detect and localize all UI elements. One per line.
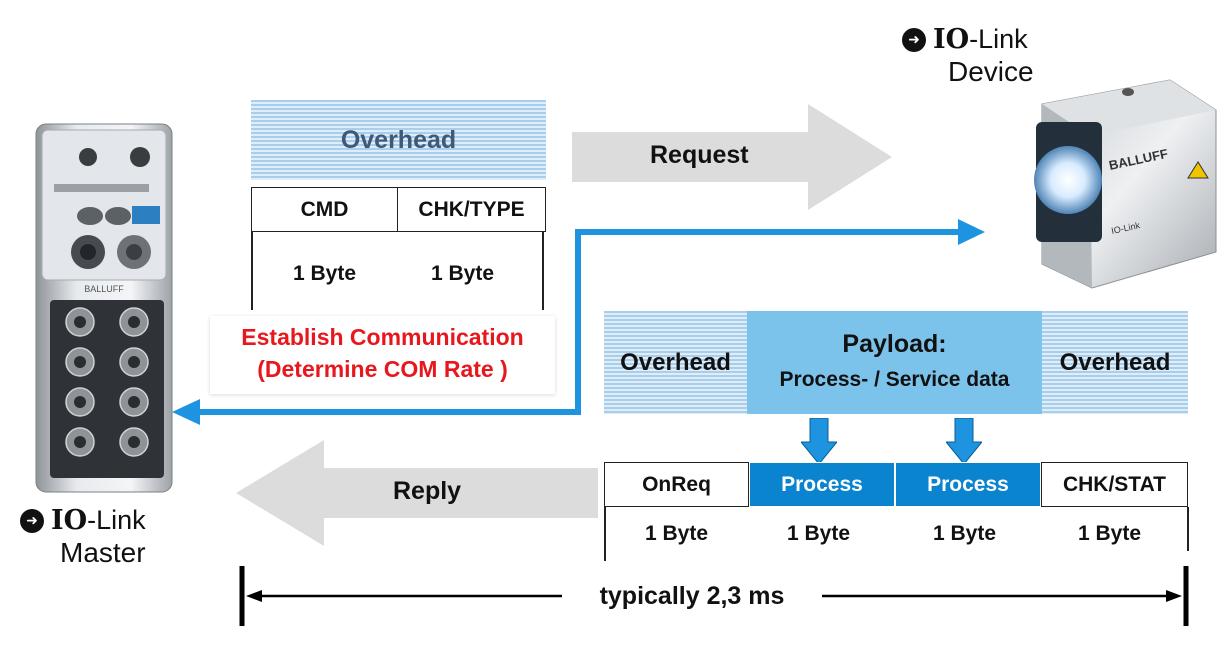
device-io-link-logo: ➜ IO-Link	[902, 24, 1028, 55]
reply-onreq-cell: OnReq	[604, 462, 749, 507]
establish-communication-box	[210, 316, 555, 394]
reply-process-cell: Process	[895, 462, 1041, 507]
request-cmd-cell: CMD	[251, 187, 398, 232]
reply-byte-label: 1 Byte	[786, 522, 851, 545]
payload-block	[747, 311, 1042, 414]
establish-communication-line1: Establish Communication	[241, 324, 524, 350]
reply-bracket-left	[604, 507, 606, 561]
payload-title: Payload:	[842, 330, 947, 358]
payload-down-arrow	[801, 418, 837, 464]
request-overhead: Overhead	[251, 100, 546, 180]
request-label: Request	[650, 141, 749, 169]
reply-overhead-right: Overhead	[1042, 311, 1188, 414]
reply-byte-label: 1 Byte	[932, 522, 997, 545]
device-label: Device	[948, 56, 1034, 87]
reply-overhead-left: Overhead	[604, 311, 747, 414]
timing-label: typically 2,3 ms	[562, 580, 822, 613]
request-bracket-right	[542, 232, 544, 310]
reply-arrow	[236, 440, 598, 546]
master-brand: BALLUFF	[84, 284, 124, 294]
reply-byte-label: 1 Byte	[1077, 522, 1142, 545]
reply-bracket-right	[1187, 507, 1189, 551]
payload-subtitle: Process- / Service data	[779, 368, 1010, 391]
master-io-link-logo: ➜ IO-Link	[20, 505, 146, 536]
establish-communication-line2: (Determine COM Rate )	[257, 356, 508, 382]
master-label: Master	[60, 537, 146, 568]
reply-process-cell: Process	[749, 462, 895, 507]
master-device-image: BALLUFF	[35, 123, 173, 493]
reply-label: Reply	[393, 477, 462, 505]
io-link-logo-icon: ➜	[20, 508, 44, 533]
request-byte-label: 1 Byte	[430, 262, 495, 285]
request-arrow	[572, 104, 892, 210]
device-image: BALLUFF IO-Link	[1034, 79, 1217, 289]
request-chk-type-cell: CHK/TYPE	[397, 187, 546, 232]
reply-byte-label: 1 Byte	[644, 522, 709, 545]
request-byte-label: 1 Byte	[292, 262, 357, 285]
reply-chk-stat-cell: CHK/STAT	[1041, 462, 1188, 507]
io-link-logo-icon: ➜	[902, 27, 926, 52]
payload-down-arrow	[946, 418, 982, 464]
request-bracket-left	[251, 232, 253, 310]
